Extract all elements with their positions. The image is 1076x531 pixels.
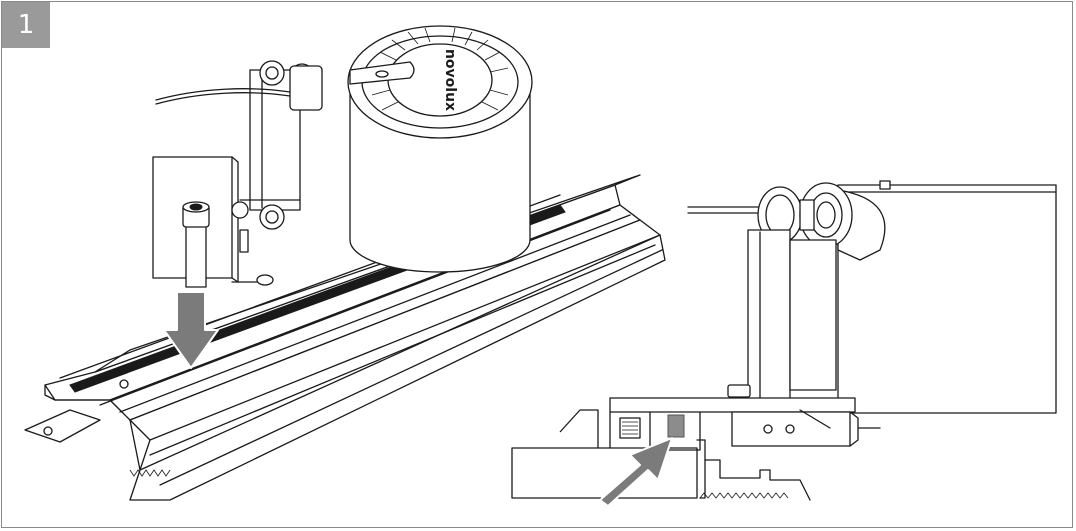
spotlight-cylinder: novolux: [347, 25, 533, 273]
push-in-arrow: [599, 437, 673, 507]
support-arms: [155, 60, 323, 230]
mounting-bracket: [152, 156, 274, 288]
push-down-arrow: [163, 291, 219, 369]
step-number-badge: 1: [2, 2, 50, 48]
rail-cross-section: [511, 384, 881, 501]
brand-logo: novolux: [442, 49, 458, 111]
spotlight-body-side: [837, 180, 1057, 414]
left-perspective-view: novolux: [24, 25, 666, 501]
right-side-view: [511, 180, 1057, 507]
vertical-plates: [747, 229, 837, 401]
